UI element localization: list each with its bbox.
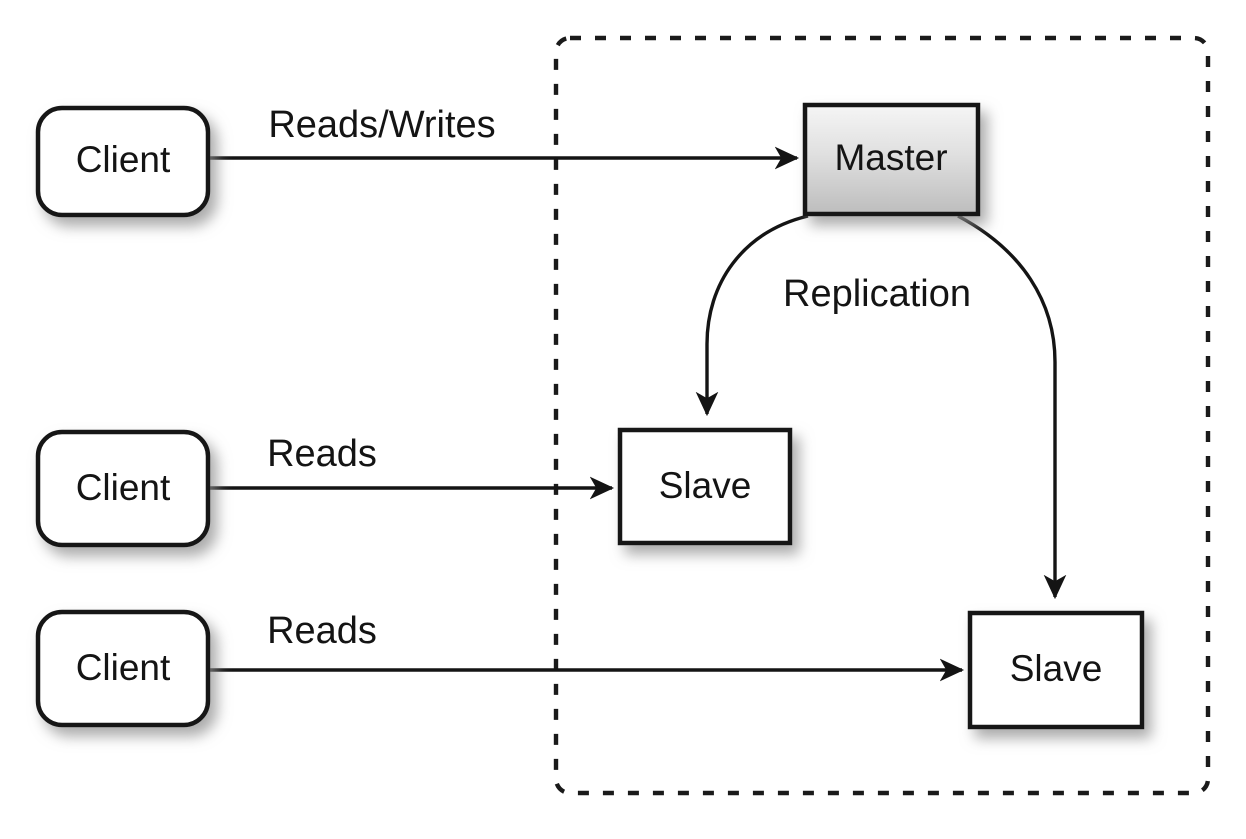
edge-label-reads-slave2: Reads [267, 610, 377, 652]
client-3-box[interactable] [35, 609, 211, 728]
node-client-3[interactable]: Client [35, 609, 211, 728]
master-box[interactable] [802, 102, 981, 217]
edge-label-layer: Reads/Writes Reads Reads Replication [267, 104, 971, 652]
client-2-box[interactable] [35, 429, 211, 548]
replication-cluster-boundary [553, 35, 1211, 796]
edge-label-reads-writes: Reads/Writes [268, 104, 495, 146]
edge-master-slave1-replication [695, 214, 809, 417]
edge-layer [208, 146, 1067, 682]
edge-label-reads-slave1: Reads [267, 433, 377, 475]
edge-master-slave2-replication [957, 214, 1067, 600]
client-1-label: Client [76, 139, 171, 180]
slave-1-box[interactable] [617, 427, 793, 546]
node-client-2[interactable]: Client [35, 429, 211, 548]
node-slave-2[interactable]: Slave [967, 610, 1145, 730]
node-client-1[interactable]: Client [35, 105, 211, 218]
client-1-box[interactable] [35, 105, 211, 218]
client-3-label: Client [76, 647, 171, 688]
client-2-label: Client [76, 467, 171, 508]
slave-2-box[interactable] [967, 610, 1145, 730]
master-label: Master [834, 137, 947, 178]
slave-1-label: Slave [659, 465, 752, 506]
node-layer: Client Client Client Master Slave [35, 102, 1145, 730]
node-slave-1[interactable]: Slave [617, 427, 793, 546]
slave-2-label: Slave [1010, 648, 1103, 689]
edge-label-replication: Replication [783, 273, 971, 315]
node-master[interactable]: Master [802, 102, 981, 217]
